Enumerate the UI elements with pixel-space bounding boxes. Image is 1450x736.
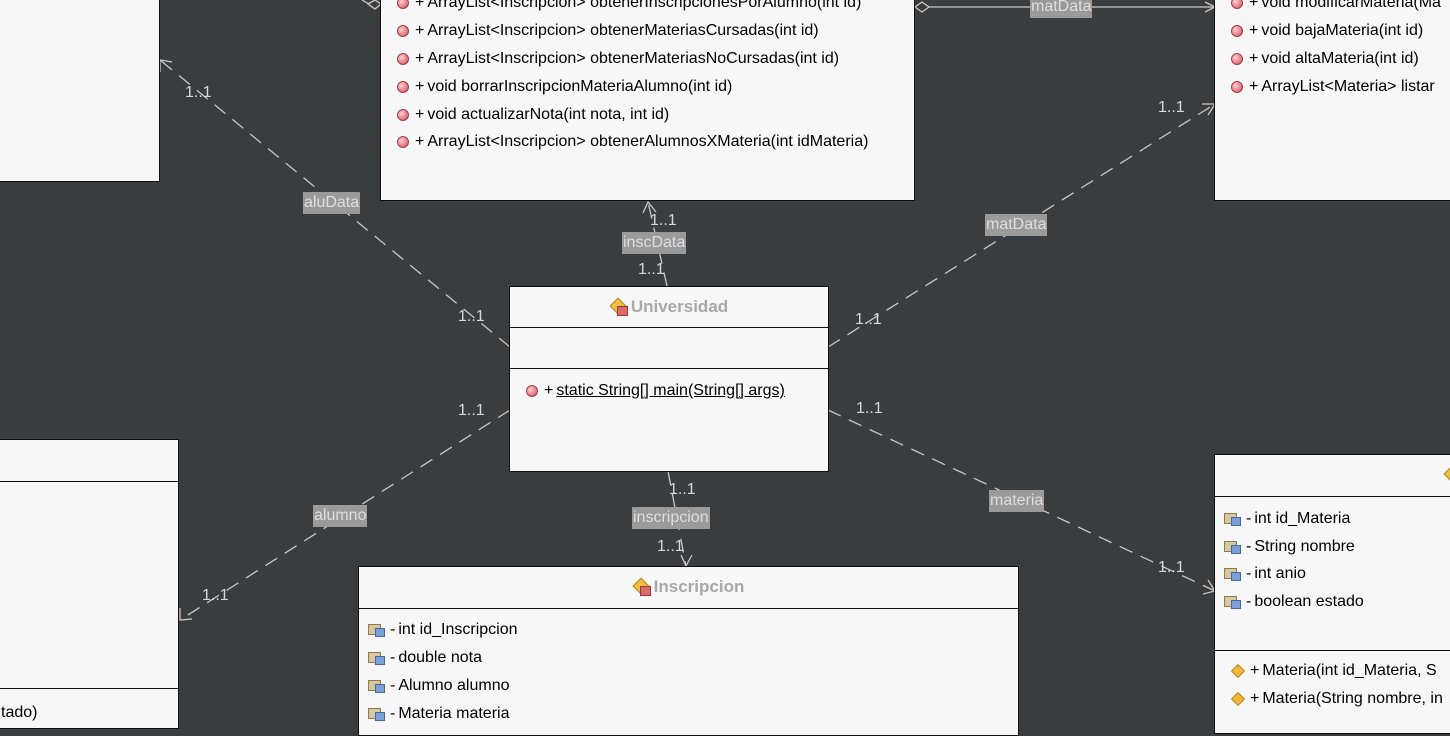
- method-row[interactable]: + void actualizarNota(int nota, int id): [381, 101, 669, 128]
- method-icon: [397, 135, 409, 148]
- method-row[interactable]: + void borrarInscripcionMateriaAlumno(in…: [381, 73, 732, 100]
- constructor-icon: [1230, 691, 1246, 706]
- constructor-row[interactable]: + Materia(String nombre, in: [1215, 685, 1443, 712]
- aggregation-diamond-right: [913, 1, 931, 13]
- multiplicity-label: 1..1: [650, 212, 677, 229]
- line-matdata: [827, 103, 1216, 348]
- field-row[interactable]: - double nota: [359, 644, 482, 671]
- class-box-materia-data[interactable]: + void modificarMateria(Ma + void bajaMa…: [1214, 0, 1450, 201]
- class-box-top-left[interactable]: [0, 0, 160, 182]
- relation-label-aludata[interactable]: aluData: [303, 192, 361, 214]
- method-icon: [397, 80, 409, 93]
- field-row[interactable]: - Alumno alumno: [359, 672, 510, 699]
- multiplicity-label: 1..1: [185, 84, 212, 101]
- field-row[interactable]: - int anio: [1215, 560, 1306, 587]
- method-icon: [397, 108, 409, 121]
- class-icon: [610, 300, 628, 316]
- method-row[interactable]: + ArrayList<Inscripcion> obtenerInscripc…: [381, 0, 861, 16]
- relation-label-alumno[interactable]: alumno: [313, 505, 368, 527]
- arrowhead-aludata: [159, 59, 173, 72]
- method-row[interactable]: + ArrayList<Materia> listar: [1215, 73, 1435, 100]
- method-row[interactable]: + void modificarMateria(Ma: [1215, 0, 1441, 16]
- class-title: [1215, 455, 1450, 495]
- field-row[interactable]: - int id_Inscripcion: [359, 616, 518, 643]
- method-icon: [1231, 0, 1243, 9]
- method-row[interactable]: + void bajaMateria(int id): [1215, 17, 1423, 44]
- constructor-icon: [1230, 663, 1246, 678]
- alumno-partial-method: tado): [1, 704, 38, 721]
- method-row[interactable]: + void altaMateria(int id): [1215, 45, 1419, 72]
- class-icon: [1444, 468, 1450, 483]
- multiplicity-label: 1..1: [669, 481, 696, 498]
- field-icon: [368, 651, 385, 665]
- field-icon: [1224, 512, 1241, 526]
- field-row[interactable]: - int id_Materia: [1215, 505, 1350, 532]
- class-icon: [633, 580, 651, 596]
- class-box-universidad[interactable]: Universidad + static String[] main(Strin…: [509, 286, 829, 472]
- class-box-inscripcion[interactable]: Inscripcion - int id_Inscripcion - doubl…: [358, 566, 1019, 736]
- class-title: Inscripcion: [359, 567, 1018, 607]
- relation-label-matdata[interactable]: matData: [985, 214, 1048, 236]
- multiplicity-label: 1..1: [1158, 99, 1185, 116]
- method-icon: [397, 24, 409, 37]
- field-icon: [1224, 595, 1241, 609]
- method-icon: [1231, 24, 1243, 37]
- relation-label-matdata-top[interactable]: matData: [1030, 0, 1093, 18]
- relation-label-materia[interactable]: materia: [989, 490, 1045, 512]
- constructor-row[interactable]: + Materia(int id_Materia, S: [1215, 657, 1437, 684]
- method-row[interactable]: + static String[] main(String[] args): [510, 377, 785, 404]
- class-title: Universidad: [510, 287, 828, 327]
- line-inscdata: [647, 201, 668, 287]
- multiplicity-label: 1..1: [1158, 559, 1185, 576]
- multiplicity-label: 1..1: [638, 261, 665, 278]
- field-row[interactable]: - String nombre: [1215, 533, 1355, 560]
- method-icon: [1231, 80, 1243, 93]
- line-aludata: [159, 59, 511, 348]
- arrowhead-inscdata: [642, 200, 657, 214]
- method-row[interactable]: + ArrayList<Inscripcion> obtenerMaterias…: [381, 45, 839, 72]
- field-icon: [1224, 540, 1241, 554]
- field-row[interactable]: - Materia materia: [359, 700, 509, 727]
- method-icon: [397, 0, 409, 9]
- multiplicity-label: 1..1: [855, 311, 882, 328]
- relation-label-inscripcion[interactable]: inscripcion: [632, 507, 710, 529]
- method-icon: [1231, 52, 1243, 65]
- field-icon: [1224, 567, 1241, 581]
- multiplicity-label: 1..1: [657, 538, 684, 555]
- class-box-inscripcion-data[interactable]: + ArrayList<Inscripcion> obtenerInscripc…: [380, 0, 915, 201]
- method-icon: [397, 52, 409, 65]
- multiplicity-label: 1..1: [856, 400, 883, 417]
- method-row[interactable]: + ArrayList<Inscripcion> obtenerMaterias…: [381, 17, 819, 44]
- arrowhead-alumno: [179, 608, 193, 621]
- field-icon: [368, 707, 385, 721]
- field-row[interactable]: - boolean estado: [1215, 588, 1364, 615]
- multiplicity-label: 1..1: [458, 308, 485, 325]
- multiplicity-label: 1..1: [202, 587, 229, 604]
- class-box-materia[interactable]: - int id_Materia - String nombre - int a…: [1214, 454, 1450, 734]
- relation-label-inscdata[interactable]: inscData: [622, 232, 687, 254]
- method-row[interactable]: + ArrayList<Inscripcion> obtenerAlumnosX…: [381, 128, 868, 155]
- multiplicity-label: 1..1: [458, 402, 485, 419]
- class-box-alumno[interactable]: tado): [0, 439, 179, 729]
- arrowhead-inscripcion: [680, 554, 693, 568]
- field-icon: [368, 679, 385, 693]
- field-icon: [368, 623, 385, 637]
- method-icon: [526, 384, 538, 397]
